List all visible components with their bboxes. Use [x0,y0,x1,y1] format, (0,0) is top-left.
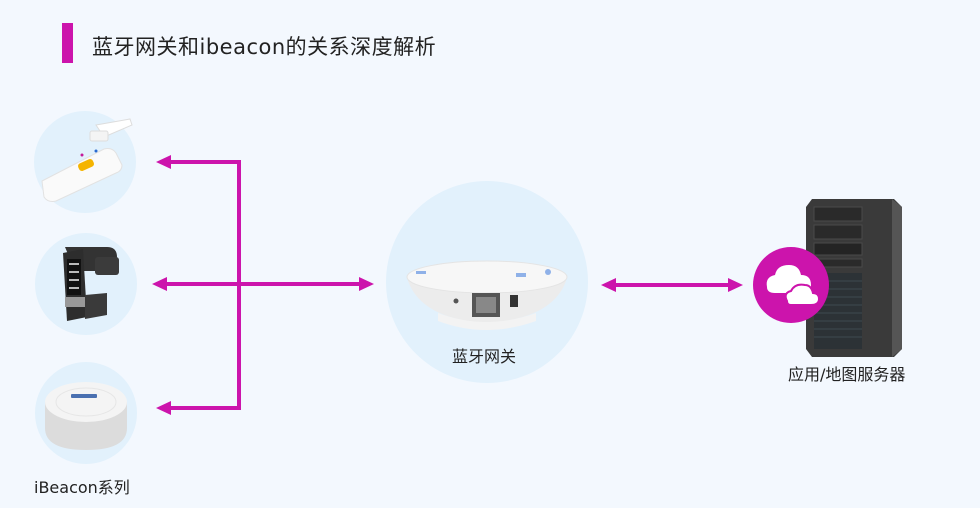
cloud-icon [753,247,829,323]
page-title: 蓝牙网关和ibeacon的关系深度解析 [92,35,437,59]
server-label: 应用/地图服务器 [788,365,906,384]
title-accent-bar [62,23,73,63]
bluetooth-gateway-icon [406,260,568,330]
device-ibeacon-circle [35,362,137,464]
device-wristband-circle [35,233,137,335]
server-tower-icon [806,199,902,357]
devices-label: iBeacon系列 [34,478,130,497]
wristband-icon [63,247,119,321]
gateway-circle [386,181,588,383]
ibeacon-puck-icon [45,382,127,450]
device-badge-circle [34,111,136,213]
badge-tag-icon [41,118,133,202]
gateway-label: 蓝牙网关 [452,347,517,366]
